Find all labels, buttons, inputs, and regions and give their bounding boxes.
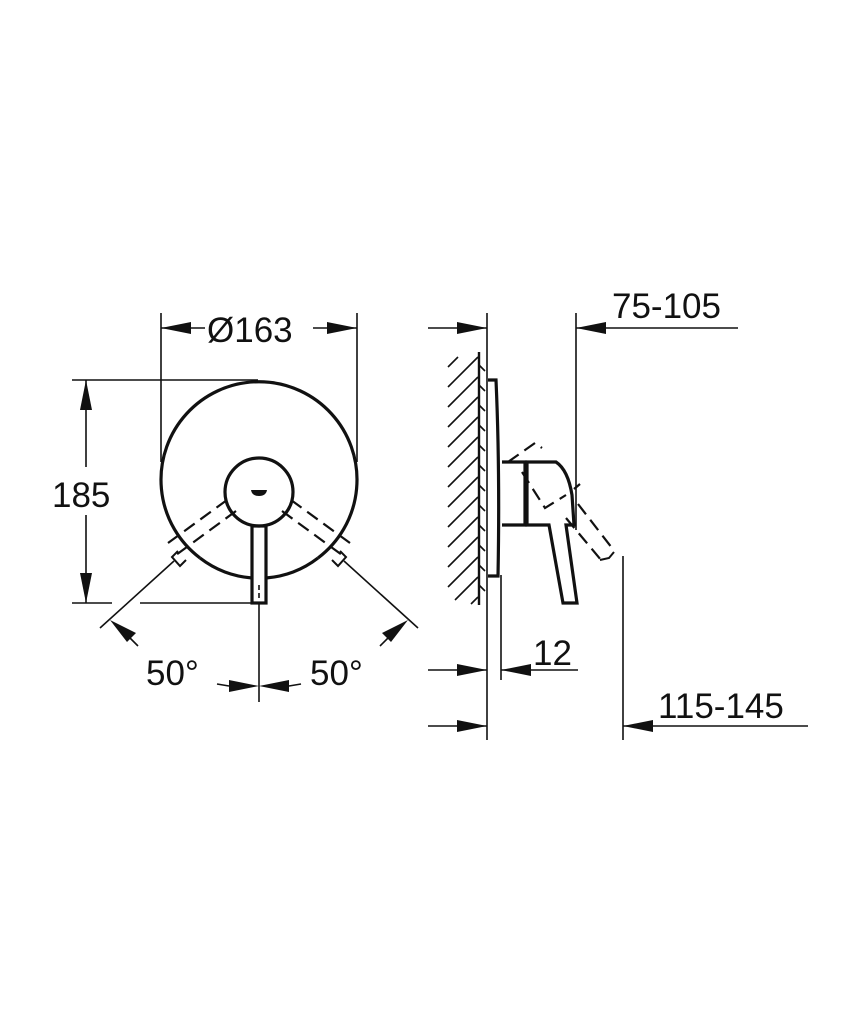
arrow-icon [501, 664, 531, 676]
arrow-icon [229, 680, 259, 692]
arrow-icon [80, 380, 92, 410]
angle-right-label: 50° [310, 654, 363, 693]
angle-dimension-left: 50° [110, 620, 259, 693]
rotated-handle-ghost [507, 441, 615, 561]
front-view: Ø163 185 [52, 311, 419, 702]
cover-plate-profile [488, 378, 501, 578]
arrow-icon [576, 322, 606, 334]
height-dimension: 185 [52, 379, 258, 604]
arrow-icon [382, 620, 408, 642]
indicator-mark-icon [251, 490, 267, 496]
arrow-icon [623, 720, 653, 732]
projection-dimension: 75-105 [428, 287, 738, 530]
handle-body [525, 460, 579, 605]
height-label: 185 [52, 476, 110, 515]
arrow-icon [457, 720, 487, 732]
plate-thickness-label: 12 [533, 634, 572, 673]
arrow-icon [457, 322, 487, 334]
angle-left-label: 50° [146, 654, 199, 693]
hub-body [502, 460, 527, 527]
wall-hatching [447, 352, 486, 605]
angle-dimension-right: 50° [259, 620, 408, 693]
diameter-label: Ø163 [207, 311, 293, 350]
side-view: 75-105 12 115-145 [428, 287, 808, 740]
arrow-icon [161, 322, 191, 334]
arrow-icon [110, 620, 136, 642]
handle-lever [250, 524, 268, 605]
arrow-icon [327, 322, 357, 334]
arrow-icon [457, 664, 487, 676]
rotated-handle-left [167, 499, 237, 568]
projection-label: 75-105 [612, 287, 721, 326]
total-projection-dimension: 115-145 [428, 556, 808, 740]
arrow-icon [80, 573, 92, 603]
diameter-dimension: Ø163 [160, 311, 358, 462]
rotated-handle-right [281, 499, 351, 568]
arrow-icon [259, 680, 289, 692]
total-projection-label: 115-145 [658, 687, 784, 726]
plate-thickness-dimension: 12 [428, 634, 578, 676]
cover-plate-outline [159, 380, 359, 560]
